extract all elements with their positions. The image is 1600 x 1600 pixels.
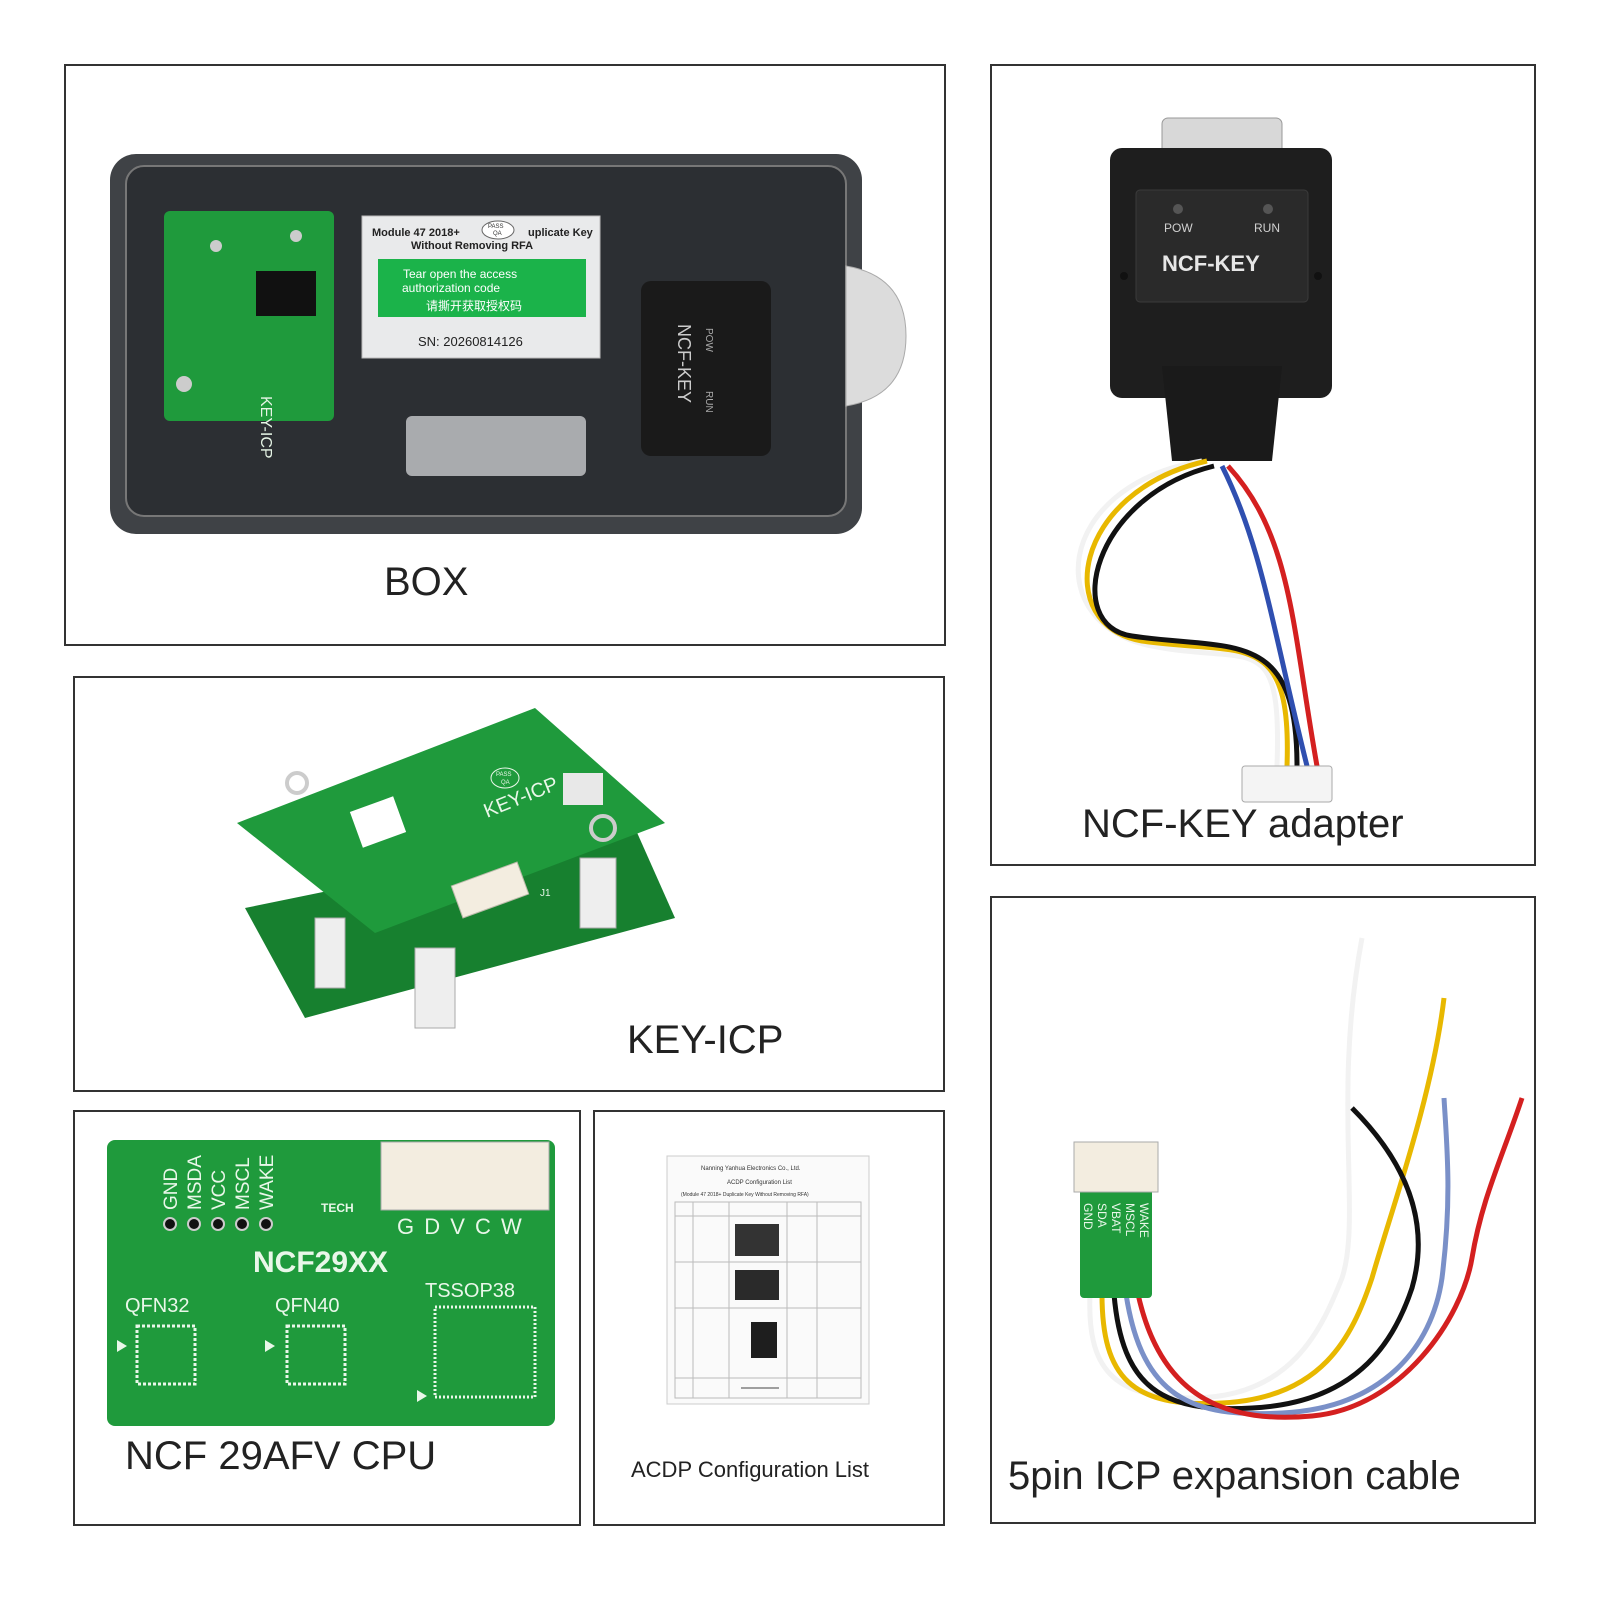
label-green-area xyxy=(378,259,586,317)
ncf-cpu-panel: GND MSDA VCC MSCL WAKE G D V C W TECH NC… xyxy=(73,1110,581,1526)
acdp-doc-subtitle: (Module 47 2018+ Duplicate Key Without R… xyxy=(681,1192,809,1198)
key-icp-upper-board xyxy=(237,708,665,933)
box-inner-run: RUN xyxy=(703,391,714,413)
pin-label-msda: MSDA xyxy=(185,1155,206,1210)
ncf-cpu-caption: NCF 29AFV CPU xyxy=(125,1434,437,1478)
box-inner-adapter-text: NCF-KEY xyxy=(674,324,694,403)
cable-caption: 5pin ICP expansion cable xyxy=(1008,1454,1461,1498)
ncf-cpu-photo: GND MSDA VCC MSCL WAKE G D V C W TECH NC… xyxy=(107,1140,555,1426)
label-green-en2: authorization code xyxy=(402,281,500,295)
adapter-device-label: NCF-KEY xyxy=(1162,251,1260,276)
cable-panel: GND SDA VBAT MSCL WAKE 5pin ICP expansio… xyxy=(990,896,1536,1524)
label-line1: Module 47 2018+ xyxy=(372,227,460,239)
cable-connector xyxy=(1073,1141,1159,1193)
acdp-doc-company: Nanning Yanhua Electronics Co., Ltd. xyxy=(701,1166,801,1172)
label-line1b: uplicate Key xyxy=(528,227,594,239)
pin-label-gnd: GND xyxy=(161,1168,182,1210)
cable-label-wake: WAKE xyxy=(1137,1203,1151,1238)
ncf-cpu-logo: TECH xyxy=(321,1201,354,1215)
cable-label-sda: SDA xyxy=(1095,1203,1109,1228)
acdp-panel: Nanning Yanhua Electronics Co., Ltd. ACD… xyxy=(593,1110,945,1526)
adapter-run-label: RUN xyxy=(1254,221,1280,235)
acdp-table xyxy=(674,1201,862,1399)
qfn32-label: QFN32 xyxy=(125,1295,189,1317)
qfn32-footprint xyxy=(135,1324,197,1386)
label-line2: Without Removing RFA xyxy=(411,240,533,252)
pin-label-wake: WAKE xyxy=(257,1155,278,1210)
label-pass-top: PASS xyxy=(488,224,504,230)
ncf-key-photo: POW RUN NCF-KEY xyxy=(1075,117,1333,803)
key-icp-j1: J1 xyxy=(540,888,551,899)
key-icp-lower-board xyxy=(245,828,675,1018)
acdp-document: Nanning Yanhua Electronics Co., Ltd. ACD… xyxy=(666,1155,870,1405)
box-inner-adapter xyxy=(641,281,771,456)
box-inner-pow: POW xyxy=(703,328,714,352)
pin-label-vcc: VCC xyxy=(209,1170,230,1210)
ncf-key-panel: POW RUN NCF-KEY NCF-KEY adapter xyxy=(990,64,1536,866)
ncf-cpu-chip-name: NCF29XX xyxy=(253,1246,388,1279)
qfn40-footprint xyxy=(285,1324,347,1386)
cable-photo: GND SDA VBAT MSCL WAKE xyxy=(1073,937,1525,1420)
key-icp-panel: KEY-ICP PASS QA J1 KEY-ICP xyxy=(73,676,945,1092)
key-icp-connector xyxy=(450,861,530,919)
box-panel: KEY-ICP NCF-KEY POW RUN Module 47 2018+ … xyxy=(64,64,946,646)
label-serial-number: SN: 20260814126 xyxy=(418,334,523,349)
pin-letters: G D V C W xyxy=(397,1214,524,1239)
cable-board xyxy=(1080,1188,1152,1298)
box-pcb xyxy=(164,211,334,421)
run-led-icon xyxy=(1263,204,1273,214)
key-icp-caption: KEY-ICP xyxy=(627,1018,784,1062)
box-caption: BOX xyxy=(384,560,469,604)
ncf-key-caption: NCF-KEY adapter xyxy=(1082,802,1404,846)
adapter-pow-label: POW xyxy=(1164,221,1193,235)
adapter-strain-relief xyxy=(1162,366,1282,461)
acdp-doc-title: ACDP Configuration List xyxy=(727,1180,792,1186)
pow-led-icon xyxy=(1173,204,1183,214)
acdp-caption: ACDP Configuration List xyxy=(631,1457,870,1482)
tssop38-label: TSSOP38 xyxy=(425,1280,515,1302)
qfn40-label: QFN40 xyxy=(275,1295,339,1317)
box-photo: KEY-ICP NCF-KEY POW RUN Module 47 2018+ … xyxy=(110,154,907,534)
label-green-en1: Tear open the access xyxy=(403,267,517,281)
key-icp-photo: KEY-ICP PASS QA J1 xyxy=(237,708,675,1029)
key-icp-pass-top: PASS xyxy=(496,772,512,778)
box-board-text: KEY-ICP xyxy=(257,396,274,459)
cable-wires xyxy=(1087,937,1525,1420)
adapter-wires xyxy=(1075,458,1320,767)
label-green-cn: 请撕开获取授权码 xyxy=(426,298,522,313)
ncf-cpu-board xyxy=(107,1140,555,1426)
case-latch xyxy=(845,265,907,407)
pin-label-mscl: MSCL xyxy=(233,1157,254,1210)
tssop38-footprint xyxy=(433,1305,537,1399)
label-pass-bottom: QA xyxy=(493,231,502,237)
cable-label-vbat: VBAT xyxy=(1109,1203,1123,1234)
ncf-cpu-connector xyxy=(380,1141,550,1211)
cable-label-gnd: GND xyxy=(1081,1203,1095,1230)
key-icp-pass-bottom: QA xyxy=(501,780,510,786)
cable-label-mscl: MSCL xyxy=(1123,1203,1137,1237)
adapter-plug xyxy=(1241,765,1333,803)
